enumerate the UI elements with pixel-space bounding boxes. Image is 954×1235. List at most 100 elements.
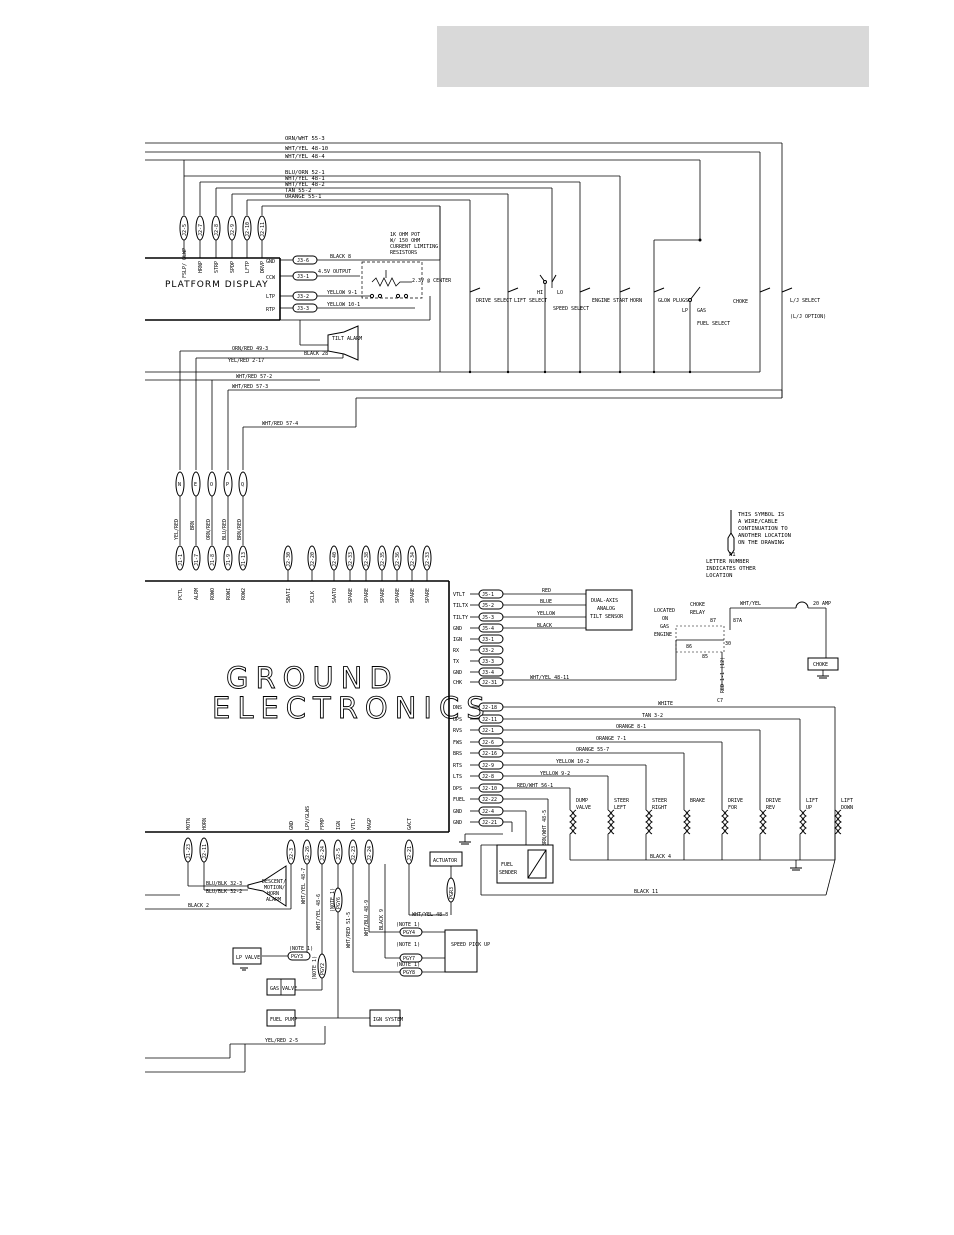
valve-label: DOWN	[841, 805, 853, 811]
svg-text:YELLOW 9-1: YELLOW 9-1	[327, 290, 357, 296]
switch-bank: DRIVE SELECT LIFT SELECT HI LO SPEED SEL…	[145, 206, 826, 374]
svg-text:J2-21: J2-21	[407, 846, 413, 861]
svg-text:ORN/RED: ORN/RED	[206, 519, 212, 540]
header-band	[437, 26, 869, 87]
svg-text:J2-26: J2-26	[305, 846, 311, 861]
svg-text:J3-2: J3-2	[297, 294, 309, 300]
ground-right-signal: RX	[453, 648, 459, 654]
svg-text:WHT/YEL 48-8: WHT/YEL 48-8	[412, 912, 448, 918]
wire-label: ORANGE 55-1	[285, 194, 321, 200]
svg-text:LP: LP	[682, 308, 688, 314]
svg-text:INDICATES OTHER: INDICATES OTHER	[706, 566, 756, 572]
svg-text:GAS: GAS	[660, 624, 669, 630]
svg-text:J2-24: J2-24	[367, 846, 373, 861]
svg-text:BLACK 28: BLACK 28	[304, 351, 328, 357]
svg-text:J2-5: J2-5	[336, 848, 342, 860]
svg-text:TILT ALARM: TILT ALARM	[332, 336, 362, 342]
wire-label: WHT/YEL 48-10	[285, 146, 328, 152]
svg-text:HORN: HORN	[267, 891, 279, 897]
svg-text:J1-7: J1-7	[194, 554, 200, 566]
svg-text:GND: GND	[289, 821, 295, 830]
valve-coil	[683, 809, 687, 835]
platform-display-title: PLATFORM DISPLAY	[165, 280, 269, 290]
svg-text:A1: A1	[729, 552, 736, 558]
pin-connector	[478, 667, 504, 677]
svg-text:LP VALVE: LP VALVE	[236, 955, 260, 961]
svg-text:BLACK 11: BLACK 11	[634, 889, 658, 895]
pin-label: J2-4	[482, 809, 494, 815]
svg-text:WHT/YEL 48-7: WHT/YEL 48-7	[301, 868, 307, 904]
svg-text:SENDER: SENDER	[499, 870, 518, 876]
valve-coil	[645, 809, 649, 835]
pin-label: J5-2	[482, 603, 494, 609]
svg-text:30: 30	[725, 641, 731, 647]
valve-coil	[649, 809, 653, 835]
valve-coil	[799, 809, 803, 835]
svg-text:85: 85	[702, 654, 708, 660]
svg-text:ROWO: ROWO	[210, 588, 216, 600]
lettered-plugs: N E O P Q YEL/RED BRN ORN/RED BLU/RED BR…	[174, 471, 248, 545]
pin-connector	[478, 645, 504, 655]
valve-coil	[611, 809, 615, 835]
svg-text:LO: LO	[557, 290, 563, 296]
svg-text:RESISTORS: RESISTORS	[390, 250, 417, 256]
svg-text:WHT/YEL: WHT/YEL	[740, 601, 761, 607]
svg-text:IGN SYSTEM: IGN SYSTEM	[373, 1017, 403, 1023]
svg-text:CURRENT LIMITING: CURRENT LIMITING	[390, 244, 438, 250]
svg-text:DUAL-AXIS: DUAL-AXIS	[591, 598, 618, 604]
svg-text:PGR3: PGR3	[449, 887, 455, 899]
platform-display: PLATFORM DISPLAY J2-5 J2-7 J2-8 J2-9 J2-…	[145, 206, 826, 545]
svg-text:HI: HI	[537, 290, 543, 296]
svg-text:J2-8: J2-8	[214, 224, 220, 236]
svg-text:BLU/BLK 32-2: BLU/BLK 32-2	[206, 889, 242, 895]
top-wire-runs	[145, 142, 783, 398]
svg-text:J1-1: J1-1	[178, 554, 184, 566]
ground-right-signal: RVS	[453, 728, 462, 734]
pin-label: J2-10	[482, 786, 497, 792]
svg-text:J2-9: J2-9	[230, 224, 236, 236]
wire-label: BLU/ORN 52-1	[285, 170, 325, 176]
valve-label: FOR	[728, 805, 738, 811]
ground-right-signal: FUEL	[453, 797, 465, 803]
ground-right-signal: GND	[453, 670, 462, 676]
svg-text:SCLK: SCLK	[310, 591, 316, 603]
valve-label: VALVE	[576, 805, 591, 811]
svg-text:1K OHM POT: 1K OHM POT	[390, 232, 420, 238]
svg-text:IGN: IGN	[336, 821, 342, 830]
svg-text:(NOTE 1): (NOTE 1)	[289, 946, 313, 952]
svg-text:A WIRE/CABLE: A WIRE/CABLE	[738, 519, 778, 525]
svg-text:Q: Q	[241, 482, 244, 488]
ground-right-signal: GND	[453, 820, 462, 826]
svg-text:ANOTHER LOCATION: ANOTHER LOCATION	[738, 533, 791, 539]
svg-text:WHITE: WHITE	[658, 701, 673, 707]
svg-text:SBATI: SBATI	[286, 588, 292, 603]
valve-label: DRIVE	[728, 798, 743, 804]
svg-text:O: O	[210, 482, 213, 488]
svg-text:ORN/RED 49-3: ORN/RED 49-3	[232, 346, 268, 352]
svg-text:J3-3: J3-3	[297, 306, 309, 312]
valve-coil	[725, 809, 729, 835]
svg-text:ORANGE 8-1: ORANGE 8-1	[616, 724, 646, 730]
svg-text:SPARE: SPARE	[395, 588, 401, 603]
svg-text:GACT: GACT	[407, 818, 413, 830]
ground-right-signal: BRS	[453, 751, 462, 757]
svg-text:GLOW PLUGS: GLOW PLUGS	[658, 298, 688, 304]
svg-text:J2-33: J2-33	[348, 552, 354, 567]
svg-text:LFTP: LFTP	[245, 261, 251, 273]
svg-text:SPARE: SPARE	[380, 588, 386, 603]
valve-coil	[763, 809, 767, 835]
svg-text:(L/J OPTION): (L/J OPTION)	[790, 314, 826, 320]
svg-text:YELLOW 10-1: YELLOW 10-1	[327, 302, 360, 308]
svg-text:4.5V OUTPUT: 4.5V OUTPUT	[318, 269, 351, 275]
svg-text:ENGINE: ENGINE	[654, 632, 672, 638]
svg-text:(NOTE 1): (NOTE 1)	[396, 962, 420, 968]
pin-label: J2-31	[482, 680, 497, 686]
svg-text:BLU/BLK 32-3: BLU/BLK 32-3	[206, 881, 242, 887]
svg-text:ON THE DRAWING: ON THE DRAWING	[738, 540, 784, 546]
svg-text:PGY7: PGY7	[403, 956, 415, 962]
pin-label: J2-6	[482, 740, 494, 746]
svg-text:BLACK: BLACK	[537, 623, 552, 629]
svg-text:WHT/RED 57-4: WHT/RED 57-4	[262, 421, 298, 427]
valve-coil	[607, 809, 611, 835]
